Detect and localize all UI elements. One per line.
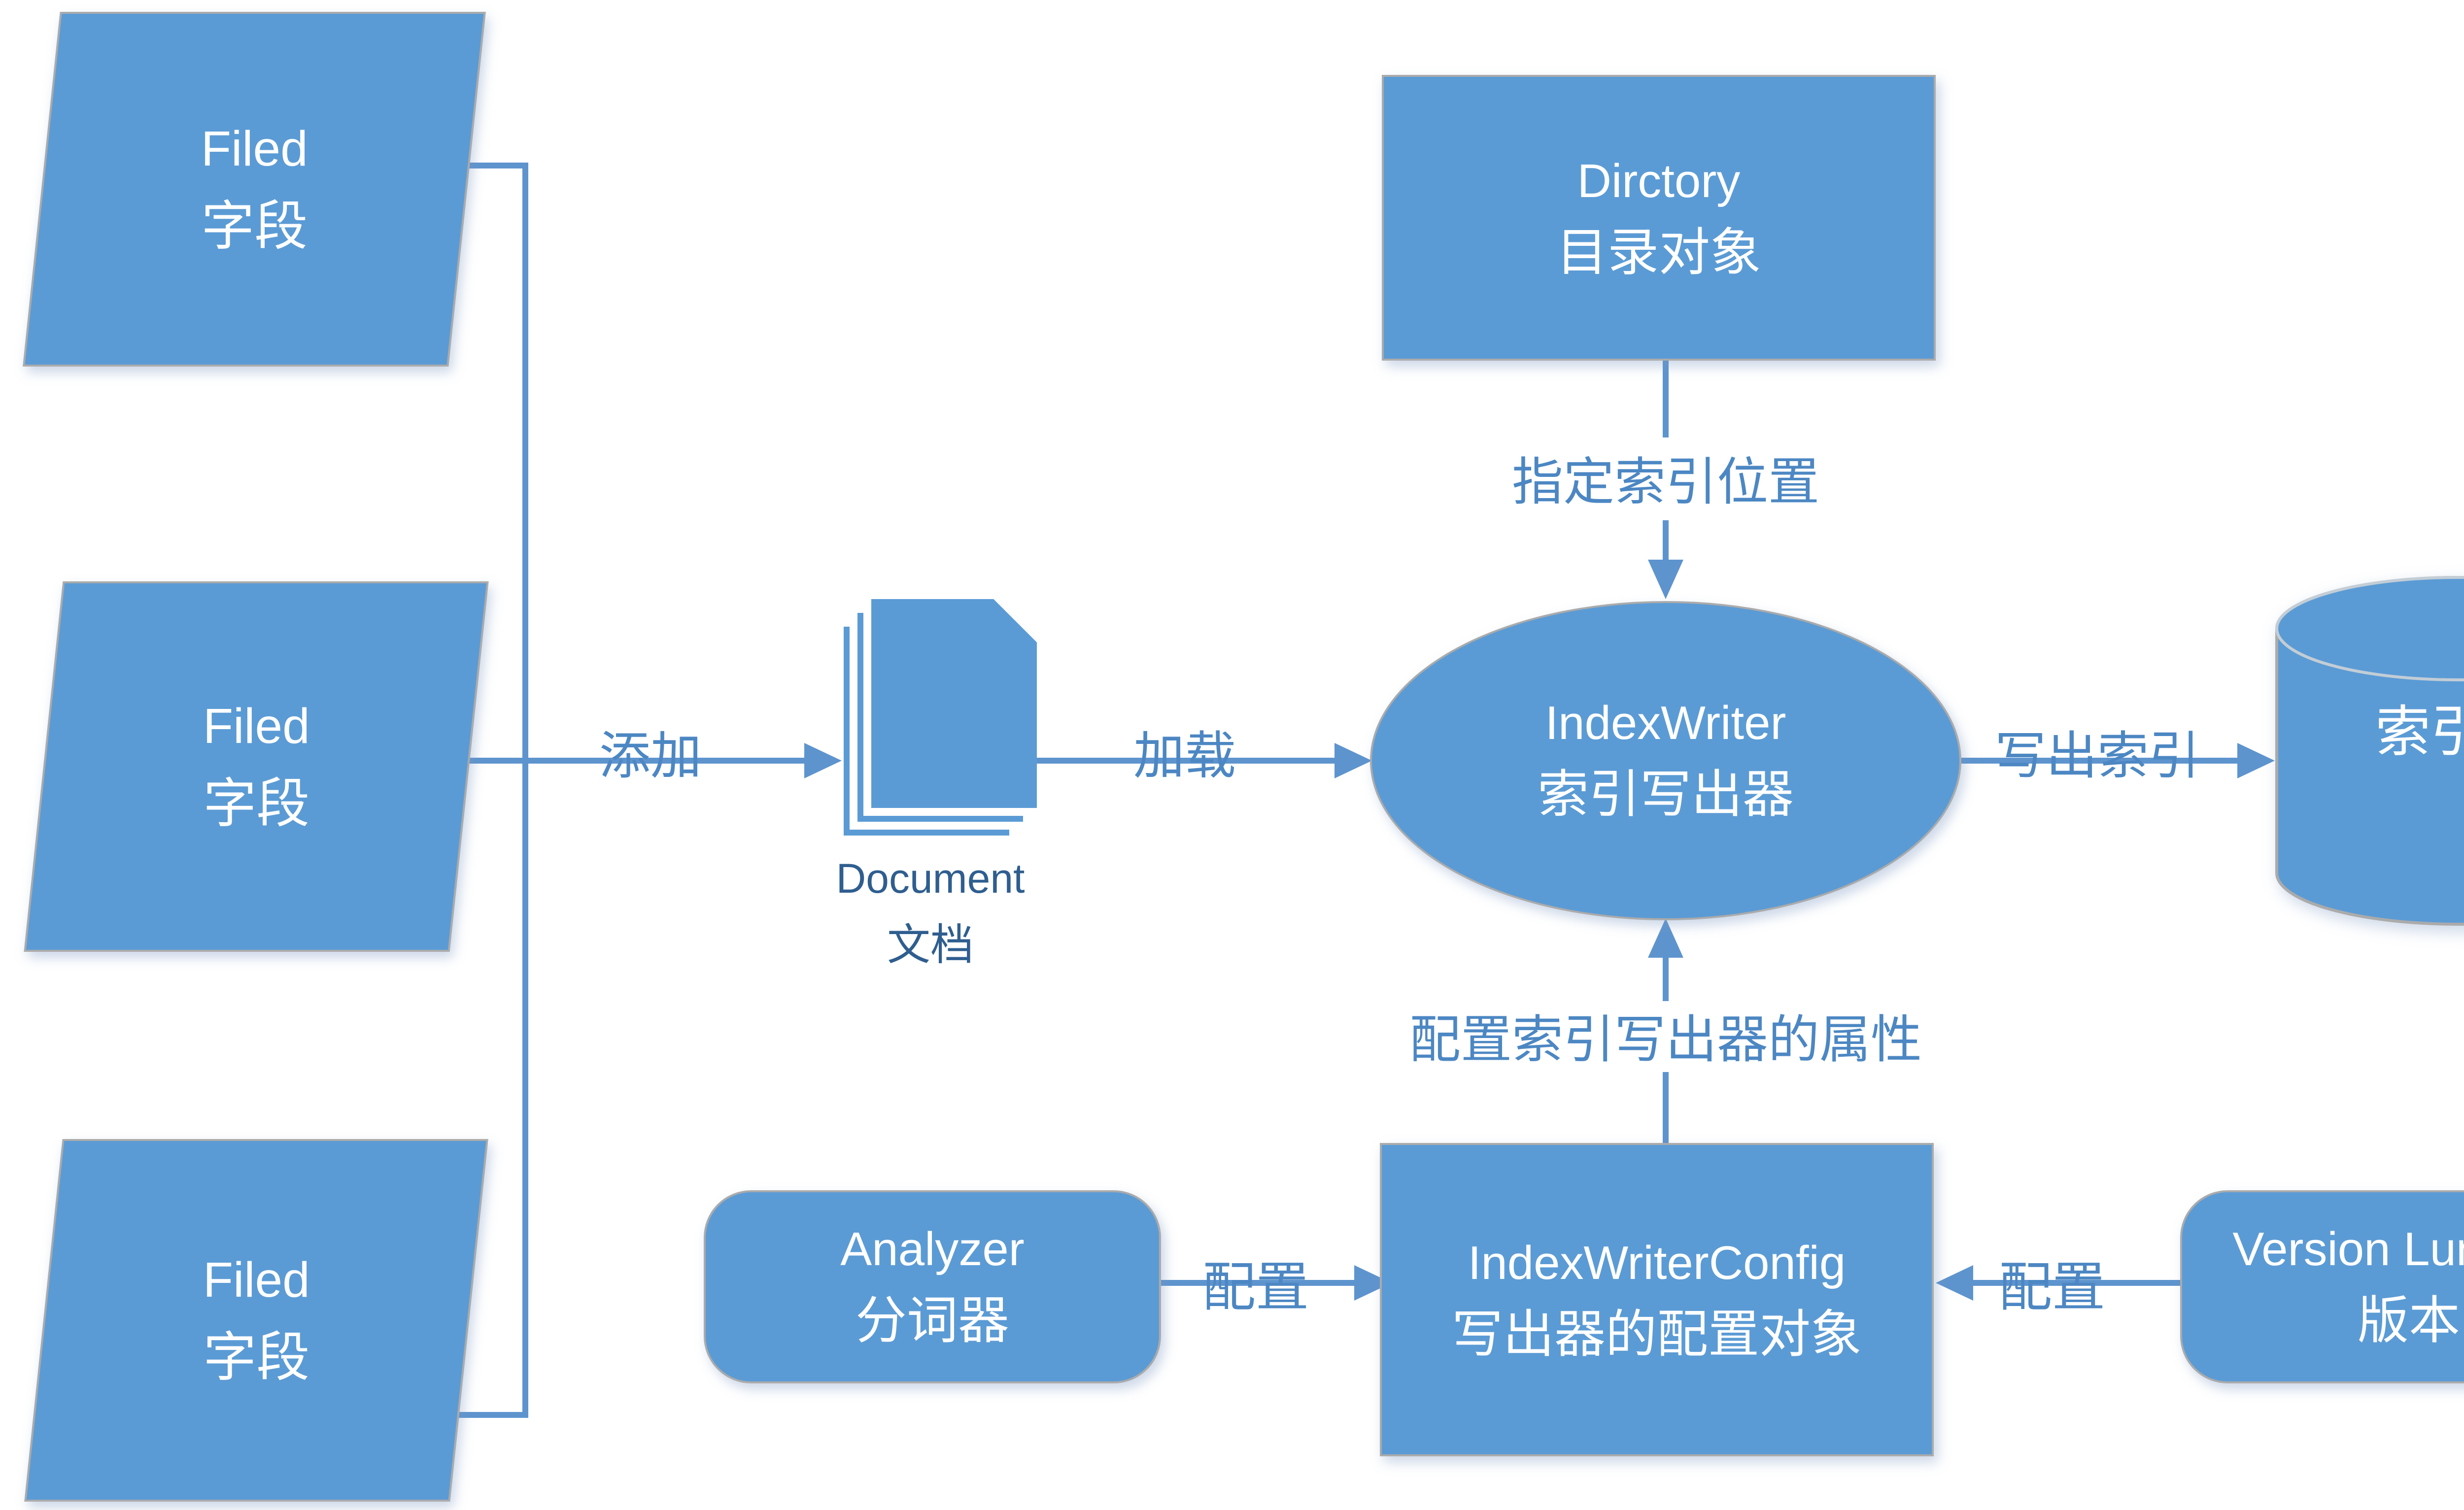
edge-label-specify-location: 指定索引位置 — [1511, 452, 1820, 511]
field3-subtitle: 字段 — [203, 1328, 309, 1387]
version-shape: Version Luncene 版本 — [2180, 1190, 2464, 1383]
writer-config-subtitle: 写出器的配置对象 — [1451, 1304, 1862, 1363]
index-writer-title: IndexWriter — [1545, 698, 1786, 751]
document-caption-en: Document — [836, 857, 1025, 903]
analyzer-title: Analyzer — [840, 1224, 1025, 1277]
document-back-page-icon — [844, 627, 1009, 836]
version-subtitle: 版本 — [2357, 1291, 2460, 1350]
analyzer-shape: Analyzer 分词器 — [704, 1190, 1161, 1383]
version-title: Version Luncene — [2232, 1224, 2464, 1277]
edge-label-load: 加载 — [1133, 726, 1236, 785]
version-config-arrowhead-icon — [1936, 1265, 1973, 1301]
analyzer-config-arrowhead-icon — [1354, 1265, 1392, 1301]
field-shape-2: Filed 字段 — [24, 581, 489, 952]
edge-label-add: 添加 — [599, 726, 702, 785]
edge-label-write-index: 写出索引 — [1994, 726, 2200, 785]
index-store-title: 索引库 — [2375, 702, 2464, 763]
add-arrowhead-icon — [804, 743, 842, 778]
writer-config-title: IndexWriterConfig — [1468, 1237, 1846, 1290]
props-arrowhead-icon — [1648, 918, 1683, 958]
document-middle-page-icon — [857, 613, 1023, 822]
cylinder-icon — [2275, 576, 2464, 926]
specify-arrowhead-icon — [1648, 560, 1683, 599]
index-writer-shape: IndexWriter 索引写出器 — [1370, 601, 1961, 920]
document-icon — [871, 599, 1037, 808]
analyzer-subtitle: 分词器 — [855, 1291, 1009, 1350]
field3-title: Filed — [203, 1253, 310, 1309]
index-store-shape: 索引库 — [2275, 575, 2464, 926]
directory-title: Dirctory — [1577, 155, 1741, 208]
field-shape-1: Filed 字段 — [23, 12, 486, 367]
field-shape-3: Filed 字段 — [24, 1139, 488, 1502]
write-arrowhead-icon — [2237, 743, 2275, 778]
directory-subtitle: 目录对象 — [1556, 222, 1761, 281]
edge-label-configure-properties: 配置索引写出器的属性 — [1409, 1010, 1922, 1069]
document-caption-zh: 文档 — [887, 920, 974, 970]
load-arrowhead-icon — [1335, 743, 1372, 778]
directory-shape: Dirctory 目录对象 — [1382, 75, 1936, 361]
index-writer-subtitle: 索引写出器 — [1537, 765, 1794, 824]
field2-title: Filed — [203, 700, 310, 755]
field1-subtitle: 字段 — [201, 197, 308, 256]
field1-title: Filed — [201, 122, 308, 177]
edge-label-configure-analyzer: 配置 — [1202, 1258, 1309, 1317]
field2-subtitle: 字段 — [203, 774, 309, 834]
edge-label-configure-version: 配置 — [1999, 1258, 2105, 1317]
writer-config-shape: IndexWriterConfig 写出器的配置对象 — [1380, 1143, 1934, 1456]
